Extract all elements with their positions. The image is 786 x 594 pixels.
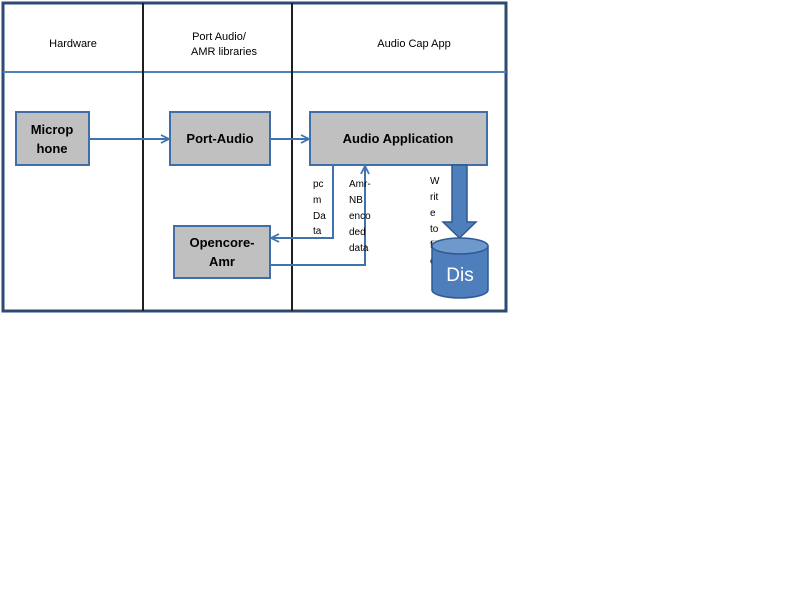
lane-header-libraries-line2: AMR libraries bbox=[191, 46, 258, 58]
edge-label-pcm-3: Da bbox=[313, 211, 326, 222]
microphone-label-line1: Microp bbox=[31, 122, 74, 137]
edge-label-amr-3: enco bbox=[349, 211, 371, 222]
opencore-amr-box bbox=[173, 225, 271, 279]
edge-label-amr-5: data bbox=[349, 243, 369, 254]
audio-application-box bbox=[309, 111, 488, 166]
edge-label-pcm-1: pc bbox=[313, 179, 324, 190]
microphone-box bbox=[15, 111, 90, 166]
edge-label-pcm: pc m Da ta bbox=[313, 179, 326, 237]
edge-label-write-3: e bbox=[430, 208, 436, 219]
lane-header-app: Audio Cap App bbox=[377, 38, 450, 50]
port-audio-label: Port-Audio bbox=[186, 131, 253, 146]
lane-header-libraries-line1: Port Audio/ bbox=[192, 31, 247, 43]
edge-label-amr-4: ded bbox=[349, 227, 366, 238]
edge-label-write-1: W bbox=[430, 176, 440, 187]
lane-header-hardware: Hardware bbox=[49, 38, 97, 50]
edge-label-write-4: to bbox=[430, 224, 439, 235]
opencore-amr-label-line2: Amr bbox=[209, 254, 235, 269]
disk-icon: Dis bbox=[431, 237, 489, 299]
disk-body bbox=[431, 246, 489, 299]
disk-label: Dis bbox=[446, 265, 473, 286]
audio-application-label: Audio Application bbox=[343, 131, 454, 146]
disk-top bbox=[431, 237, 489, 255]
edge-label-write-2: rit bbox=[430, 192, 439, 203]
edge-label-amr-2: NB bbox=[349, 195, 363, 206]
port-audio-box bbox=[169, 111, 271, 166]
arrow-app-to-disk bbox=[441, 164, 478, 240]
arrow-app-to-opencore bbox=[272, 165, 334, 238]
microphone-label-line2: hone bbox=[36, 141, 67, 156]
edge-label-pcm-2: m bbox=[313, 195, 321, 206]
opencore-amr-label-line1: Opencore- bbox=[189, 235, 254, 250]
edge-label-pcm-4: ta bbox=[313, 226, 322, 237]
edge-label-amr-1: Amr- bbox=[349, 179, 371, 190]
edge-label-amr: Amr- NB enco ded data bbox=[349, 179, 371, 254]
arrow-opencore-to-app bbox=[270, 167, 365, 266]
